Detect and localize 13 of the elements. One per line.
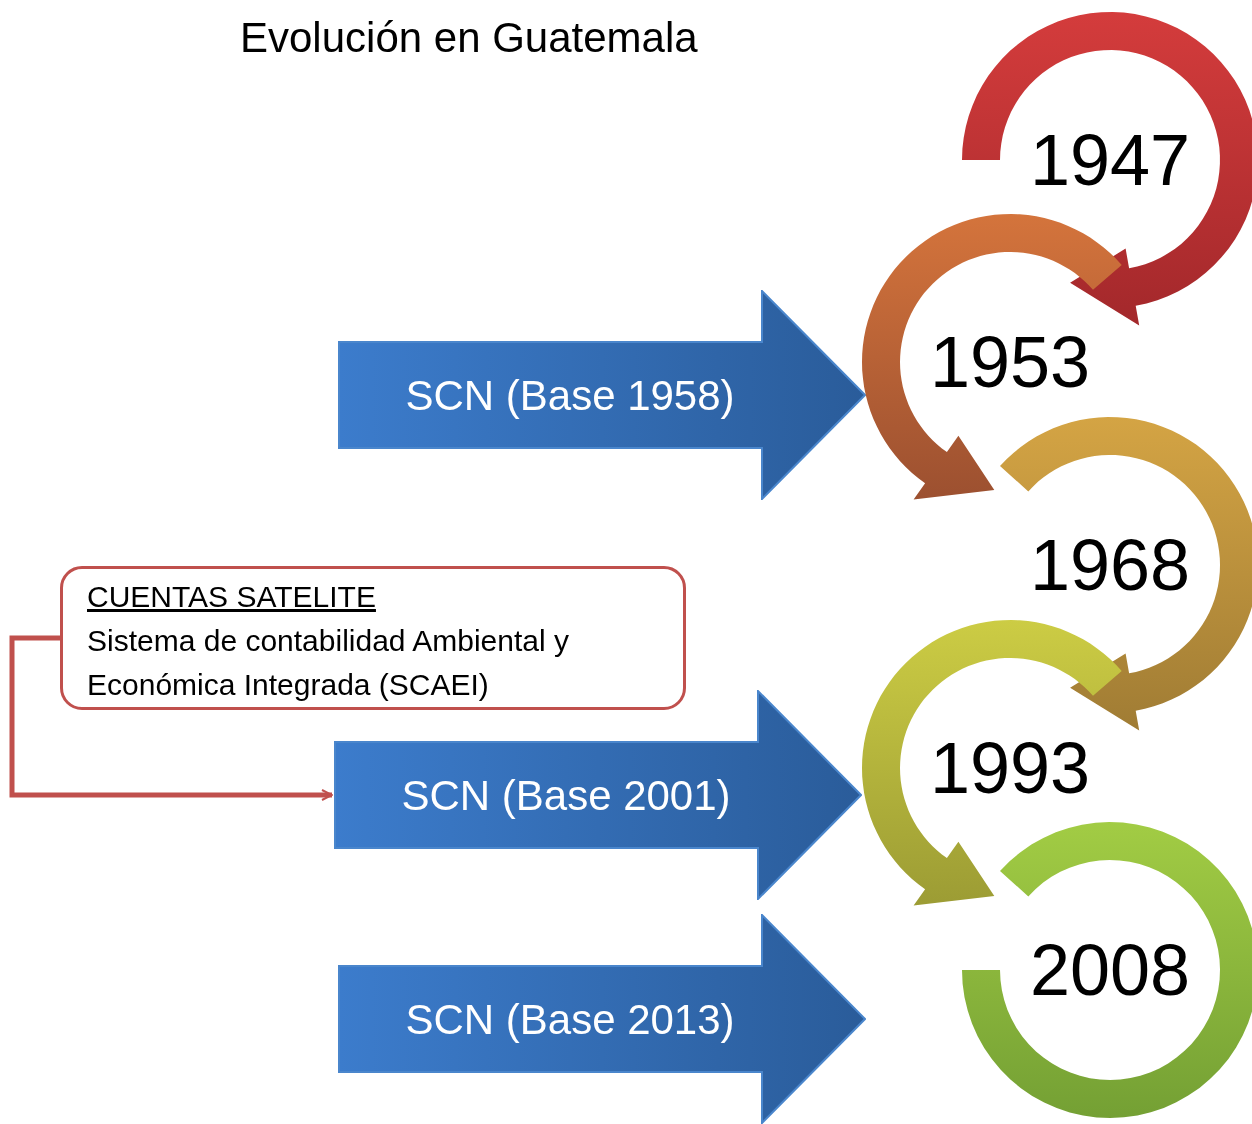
year-label: 1947 bbox=[1029, 124, 1191, 196]
arrow-label: SCN (Base 2001) bbox=[401, 770, 731, 821]
arrow-label: SCN (Base 2013) bbox=[405, 994, 735, 1045]
title: Evolución en Guatemala bbox=[240, 13, 698, 63]
callout-text: Sistema de contabilidad Ambiental y Económica Integrada (SCAEI) bbox=[87, 623, 570, 703]
callout-box bbox=[60, 566, 686, 710]
year-label: 1953 bbox=[929, 326, 1091, 398]
year-label: 1993 bbox=[929, 732, 1091, 804]
year-label: 1968 bbox=[1029, 529, 1191, 601]
callout-heading: CUENTAS SATELITE bbox=[87, 579, 376, 615]
connector-arrow bbox=[9, 635, 333, 801]
year-label: 2008 bbox=[1029, 934, 1191, 1006]
arrow-label: SCN (Base 1958) bbox=[405, 370, 735, 421]
